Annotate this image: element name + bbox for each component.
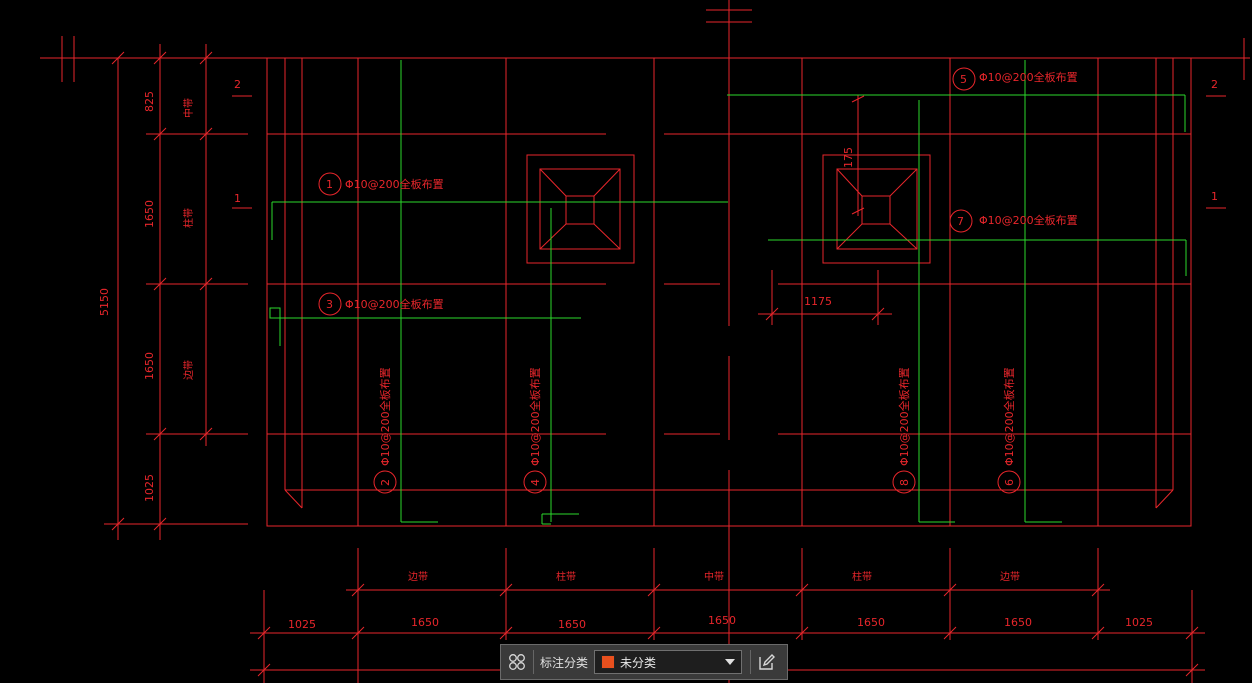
dim-825: 825: [143, 91, 156, 112]
chevron-down-icon: [725, 659, 736, 665]
column-capital-left: [526, 154, 635, 264]
bottom-strip-3: 中带: [704, 570, 724, 583]
edit-icon: [759, 654, 776, 670]
axis-label-right-top: 2: [1211, 78, 1218, 91]
dim-1175: 1175: [804, 295, 832, 308]
callout-num-6: 6: [1003, 479, 1016, 486]
bottom-strip-5: 边带: [1000, 571, 1020, 583]
callout-num-1: 1: [326, 178, 333, 191]
rebar-note-3: Φ10@200全板布置: [345, 297, 444, 311]
dim-1025: 1025: [143, 474, 156, 502]
bottom-dim-7: 1025: [1125, 616, 1153, 629]
dim-total-left: 5150: [98, 288, 111, 316]
callout-num-3: 3: [326, 298, 333, 311]
callout-num-7: 7: [957, 215, 964, 228]
category-color-swatch: [601, 655, 616, 669]
dim-175: 175: [842, 147, 855, 168]
bottom-dim-1: 1025: [288, 618, 316, 631]
axis-label-left-bottom: 1: [234, 192, 241, 205]
callout-num-8: 8: [898, 479, 911, 486]
dim-1650-b: 1650: [143, 352, 156, 380]
rebar-note-6: Φ10@200全板布置: [1002, 367, 1016, 466]
bottom-dim-4: 1650: [708, 614, 736, 627]
annotation-toolbar: 标注分类 未分类: [500, 644, 788, 680]
callout-num-4: 4: [529, 479, 542, 486]
strip-label-mid: 中带: [182, 98, 195, 118]
column-capital-right: [758, 95, 931, 325]
rebar-note-8: Φ10@200全板布置: [897, 367, 911, 466]
toolbar-divider: [750, 650, 752, 674]
rebar-note-4: Φ10@200全板布置: [528, 367, 542, 466]
strip-label-col: 柱带: [182, 208, 195, 228]
bottom-strip-4: 柱带: [852, 570, 872, 583]
selected-category-text: 未分类: [620, 655, 657, 670]
annotation-category-dropdown[interactable]: 未分类: [594, 650, 743, 674]
bottom-dim-2: 1650: [411, 616, 439, 629]
edit-category-button[interactable]: [751, 645, 783, 679]
annotation-category-label: 标注分类: [540, 655, 589, 670]
rebar-note-2: Φ10@200全板布置: [378, 367, 392, 466]
dim-1650-a: 1650: [143, 200, 156, 228]
slab-grid: [266, 0, 1192, 683]
axis-label-left-top: 2: [234, 78, 241, 91]
strip-label-edge: 边带: [183, 360, 195, 380]
rebar-note-7: Φ10@200全板布置: [979, 213, 1078, 227]
rebar-callout-circles: [318, 67, 1021, 494]
bottom-strip-1: 边带: [408, 571, 428, 583]
bottom-strip-2: 柱带: [556, 570, 576, 583]
drawing-texts: 2 1 2 1 5150 825 1650 1650 1025 中带 柱带 边带…: [98, 70, 1218, 631]
layout-grid-button[interactable]: [501, 645, 533, 679]
callout-num-5: 5: [960, 73, 967, 86]
rebar-lines: [269, 60, 1187, 525]
bottom-dim-5: 1650: [857, 616, 885, 629]
rebar-note-1: Φ10@200全板布置: [345, 177, 444, 191]
toolbar-divider: [533, 650, 534, 674]
callout-num-2: 2: [379, 479, 392, 486]
rebar-note-5: Φ10@200全板布置: [979, 70, 1078, 84]
axis-label-right-bottom: 1: [1211, 190, 1218, 203]
grid-icon: [509, 654, 525, 670]
bottom-dim-3: 1650: [558, 618, 586, 631]
left-dimension-chain: [104, 44, 1226, 540]
bottom-dim-6: 1650: [1004, 616, 1032, 629]
